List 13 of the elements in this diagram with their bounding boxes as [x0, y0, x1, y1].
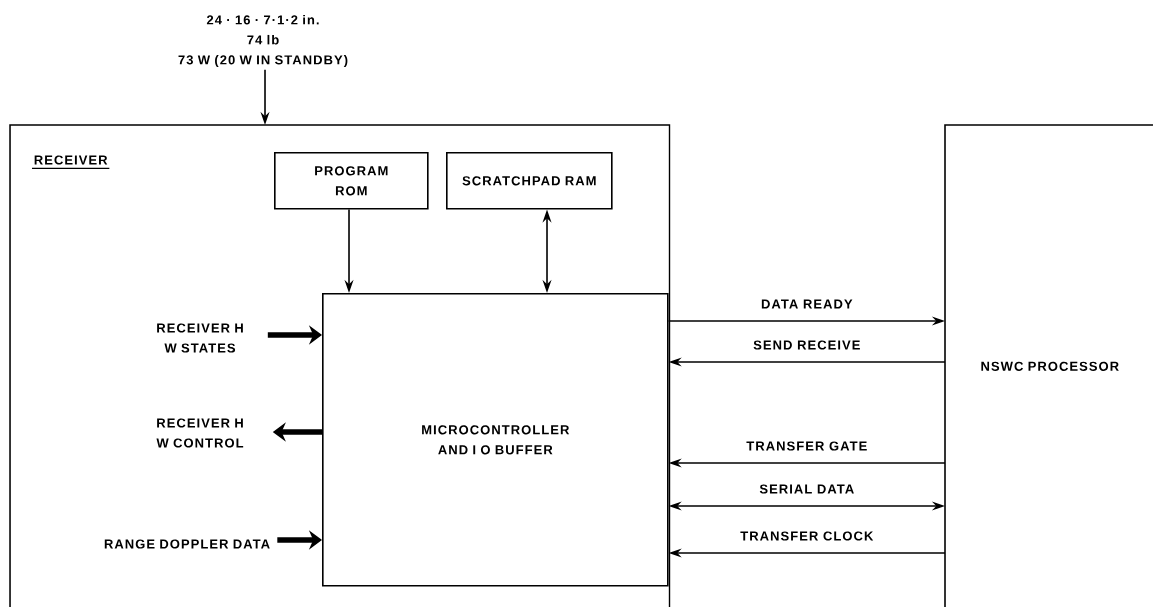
edge-label: TRANSFER GATE — [745, 440, 869, 452]
signal-label: RANGE DOPPLER DATA — [104, 539, 270, 549]
block-box: PROGRAM ROM — [274, 152, 429, 210]
signal-label: RECEIVER H W STATES — [157, 323, 243, 353]
signal-label: RECEIVER H W CONTROL — [156, 418, 244, 448]
processor-box: NSWC PROCESSOR — [944, 124, 1153, 607]
block-box: SCRATCHPAD RAM — [446, 152, 613, 210]
edge-label: DATA READY — [760, 298, 854, 310]
edge-label: SEND RECEIVE — [752, 339, 862, 351]
processor-box: MICROCONTROLLER AND I O BUFFER — [322, 293, 669, 587]
edge-label: SERIAL DATA — [758, 483, 856, 495]
spec-note: 24 · 16 · 7·1·2 in. 74 lb 73 W (20 W IN STANDBY) — [178, 14, 348, 68]
edge-label: TRANSFER CLOCK — [739, 530, 875, 542]
